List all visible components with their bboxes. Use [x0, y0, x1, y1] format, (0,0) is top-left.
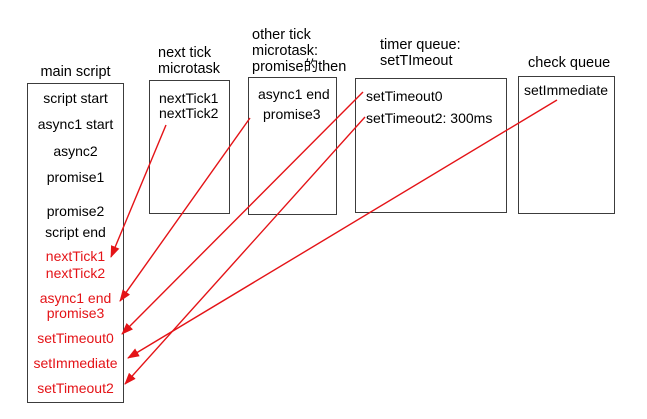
other-microtask-queue-title: other tick microtask: promise的then	[252, 27, 346, 75]
title-line: microtask:	[252, 43, 319, 59]
queue-item: nextTick2	[159, 105, 219, 121]
main-script-title: main script	[40, 64, 111, 80]
timer-queue-box: setTimeout0 setTimeout2: 300ms	[355, 78, 507, 213]
queue-item: setImmediate	[524, 82, 609, 98]
queue-item: script start	[43, 90, 108, 106]
queue-item: nextTick2	[45, 265, 106, 281]
timer-queue-title: timer queue: setTImeout	[380, 37, 461, 69]
queue-item: promise1	[46, 169, 105, 185]
title-line: promise的then	[252, 59, 347, 75]
queue-item: setTimeout0	[37, 330, 114, 346]
queue-item: setTimeout2	[37, 380, 114, 396]
queue-item: async1 start	[37, 116, 114, 132]
queue-item: promise2	[46, 203, 105, 219]
check-queue-title: check queue	[528, 55, 611, 71]
next-tick-queue-title: next tick microtask	[158, 45, 220, 77]
queue-item: promise3	[263, 106, 321, 122]
queue-item: nextTick1	[45, 248, 106, 264]
queue-item: nextTick1	[159, 90, 219, 106]
queue-item: async2	[53, 143, 98, 159]
queue-item: setTimeout0	[366, 88, 443, 104]
queue-item: promise3	[46, 305, 105, 321]
queue-item: script end	[45, 224, 106, 240]
queue-item: setImmediate	[33, 355, 118, 371]
title-line: other tick	[252, 27, 311, 43]
queue-item: async1 end	[39, 290, 112, 306]
other-microtask-queue-box: async1 end promise3	[248, 77, 337, 215]
title-line: timer queue:	[380, 37, 461, 53]
next-tick-queue-box: nextTick1 nextTick2	[149, 80, 230, 214]
main-script-box: script start async1 start async2 promise…	[27, 83, 124, 403]
queue-item: async1 end	[258, 86, 330, 102]
queue-item: setTimeout2: 300ms	[366, 110, 493, 126]
title-line: setTImeout	[380, 53, 453, 69]
title-line: next tick	[158, 45, 212, 61]
title-line: microtask	[158, 61, 221, 77]
check-queue-box: setImmediate	[518, 76, 615, 214]
